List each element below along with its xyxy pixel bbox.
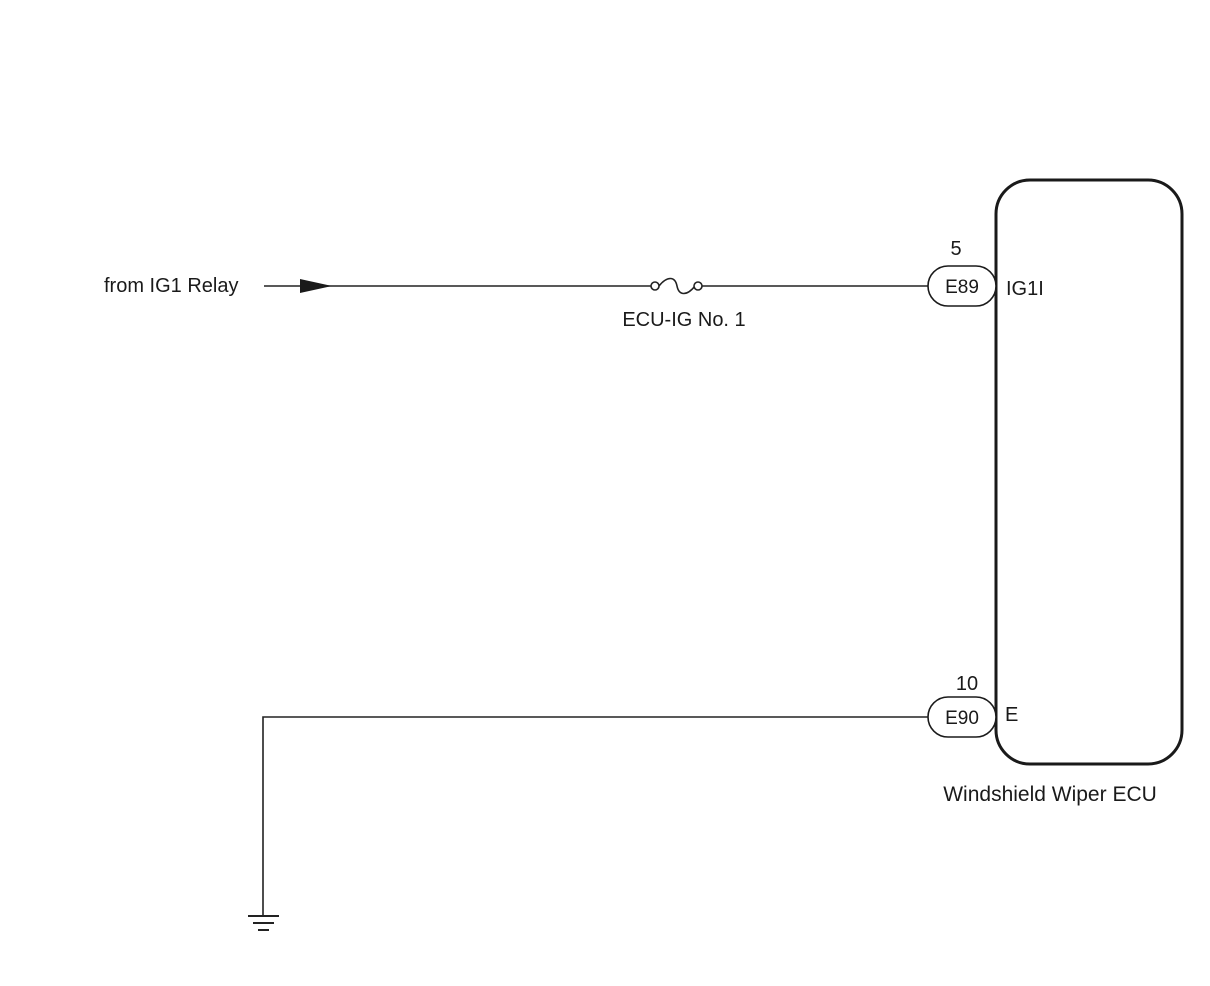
ground-wire [262,716,928,916]
connector-e90-id: E90 [945,708,979,729]
fuse-symbol-icon [650,277,703,295]
terminal-e-label: E [1005,704,1018,726]
source-label: from IG1 Relay [104,275,238,297]
connector-e90-pin: 10 [956,673,978,695]
connector-e90: E90 [927,696,997,738]
connector-e89-id: E89 [945,277,979,298]
fuse-label: ECU-IG No. 1 [622,309,745,331]
connector-e89-pin: 5 [950,238,961,260]
ecu-box [994,178,1184,766]
direction-arrow-icon [300,279,332,293]
ground-icon [248,915,279,931]
connector-e89: E89 [927,265,997,307]
ecu-label: Windshield Wiper ECU [943,783,1157,806]
terminal-ig1i-label: IG1I [1006,278,1044,300]
